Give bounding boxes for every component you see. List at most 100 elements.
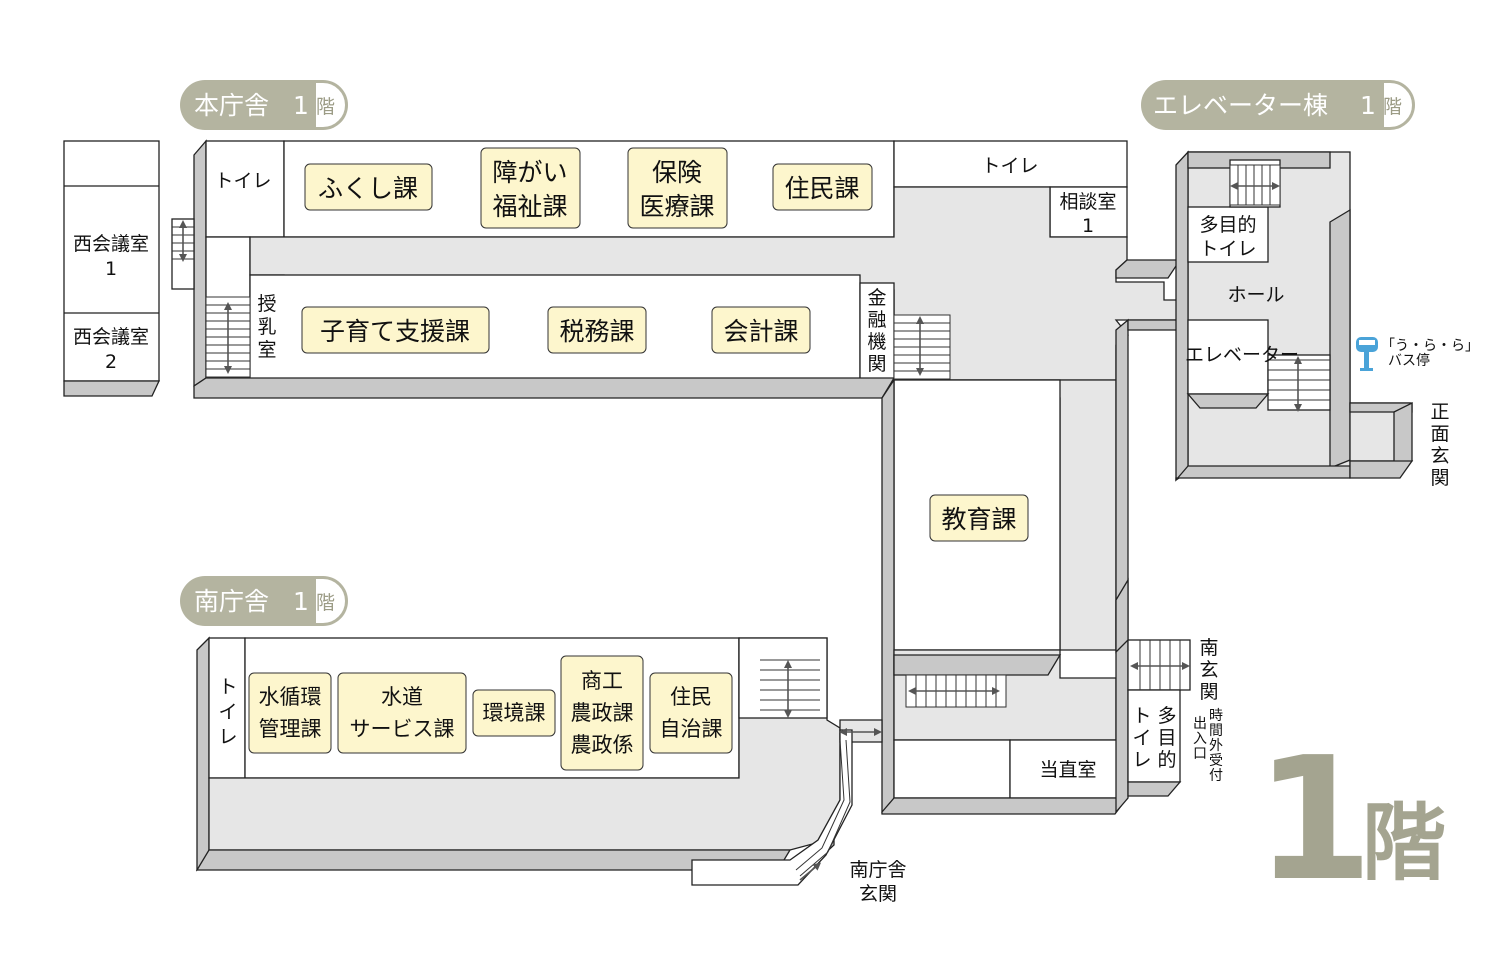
svg-text:時: 時 xyxy=(1209,708,1223,724)
svg-text:出: 出 xyxy=(1193,716,1207,732)
svg-text:農政係: 農政係 xyxy=(571,733,634,757)
svg-text:教育課: 教育課 xyxy=(941,505,1016,534)
tag-main-kai: 階 xyxy=(316,96,335,118)
dept-shoko-nosei: 商工 農政課 農政係 xyxy=(560,655,644,771)
svg-text:レ: レ xyxy=(218,726,237,748)
svg-text:玄関: 玄関 xyxy=(859,883,897,905)
dept-kaikei: 会計課 xyxy=(711,306,811,354)
big-floor-kai: 階 xyxy=(1362,794,1446,892)
dept-fukushi: ふくし課 xyxy=(304,163,433,211)
room-sodan-1: 相談室 1 xyxy=(1059,191,1116,237)
svg-text:保険: 保険 xyxy=(652,158,702,187)
toilet-main-right: トイレ xyxy=(981,155,1038,177)
svg-text:関: 関 xyxy=(867,353,886,375)
toilet-main-left: トイレ xyxy=(214,170,271,192)
svg-text:西会議室: 西会議室 xyxy=(73,233,149,255)
svg-text:授: 授 xyxy=(257,293,276,315)
after-hours-reception: 出 入 口 時 間 外 受 付 xyxy=(1193,708,1223,784)
svg-text:サービス課: サービス課 xyxy=(350,717,455,741)
big-floor-label: 1 階 xyxy=(1255,721,1446,919)
svg-text:医療課: 医療課 xyxy=(639,192,714,221)
svg-text:正: 正 xyxy=(1430,401,1449,423)
tag-south-kai: 階 xyxy=(316,592,335,614)
room-junyu: 授 乳 室 xyxy=(257,293,276,361)
svg-text:室: 室 xyxy=(257,339,276,361)
main-entrance-label: 正 面 玄 関 xyxy=(1430,401,1449,489)
svg-text:イ: イ xyxy=(1132,727,1151,749)
svg-text:関: 関 xyxy=(1199,681,1218,703)
room-elevator: エレベーター xyxy=(1185,344,1299,366)
dept-zeimu: 税務課 xyxy=(547,306,647,354)
svg-text:乳: 乳 xyxy=(257,316,276,338)
tag-elevator-kai: 階 xyxy=(1383,96,1402,118)
dept-jumin: 住民課 xyxy=(772,163,873,211)
svg-text:自治課: 自治課 xyxy=(660,717,723,741)
svg-text:2: 2 xyxy=(105,351,117,373)
svg-text:1: 1 xyxy=(105,258,117,280)
tag-main-floor: 1 xyxy=(293,91,309,120)
svg-text:南: 南 xyxy=(1199,637,1218,659)
south-entrance-label: 南 玄 関 xyxy=(1199,637,1218,703)
svg-text:水道: 水道 xyxy=(381,685,423,709)
svg-text:ト: ト xyxy=(218,676,237,698)
svg-text:トイレ: トイレ xyxy=(1199,238,1256,260)
room-tochoku: 当直室 xyxy=(1039,759,1096,781)
big-floor-number: 1 xyxy=(1255,721,1373,919)
svg-text:住民: 住民 xyxy=(670,685,712,709)
dept-suido-service: 水道 サービス課 xyxy=(337,672,467,754)
svg-text:商工: 商工 xyxy=(581,669,623,693)
dept-hoken-iryo: 保険 医療課 xyxy=(627,147,728,229)
svg-text:西会議室: 西会議室 xyxy=(73,326,149,348)
svg-text:イ: イ xyxy=(218,701,237,723)
svg-text:「う・ら・ら」: 「う・ら・ら」 xyxy=(1381,338,1479,354)
svg-text:機: 機 xyxy=(867,331,886,353)
bus-stop: 「う・ら・ら」 バス停 xyxy=(1356,337,1479,371)
svg-text:会計課: 会計課 xyxy=(723,317,798,346)
svg-text:税務課: 税務課 xyxy=(559,317,634,346)
svg-text:多: 多 xyxy=(1157,705,1176,727)
bus-icon xyxy=(1356,337,1378,371)
svg-text:融: 融 xyxy=(867,309,886,331)
svg-text:バス停: バス停 xyxy=(1388,352,1430,369)
svg-text:管理課: 管理課 xyxy=(259,717,322,741)
south-building-entrance-label: 南庁舎 玄関 xyxy=(849,859,906,905)
svg-text:レ: レ xyxy=(1132,749,1151,771)
svg-text:付: 付 xyxy=(1209,768,1223,784)
west-meeting-room-1: 西会議室 1 xyxy=(73,233,149,280)
stairs xyxy=(172,164,1330,881)
svg-text:関: 関 xyxy=(1430,467,1449,489)
tag-south-floor: 1 xyxy=(293,587,309,616)
svg-text:金: 金 xyxy=(867,287,886,309)
tag-elevator-building: エレベーター棟 1 階 xyxy=(1141,80,1415,130)
svg-text:障がい: 障がい xyxy=(492,158,567,187)
tag-main-building: 本庁舎 1 階 xyxy=(180,80,348,130)
svg-text:水循環: 水循環 xyxy=(259,685,322,709)
room-tamokuteki-elevator: 多目的 トイレ xyxy=(1199,214,1256,260)
svg-text:口: 口 xyxy=(1193,746,1207,762)
room-kinyu: 金 融 機 関 xyxy=(867,287,886,375)
svg-text:住民課: 住民課 xyxy=(784,174,859,203)
svg-text:多目的: 多目的 xyxy=(1199,214,1256,236)
svg-text:福祉課: 福祉課 xyxy=(492,192,567,221)
dept-suijunkan: 水循環 管理課 xyxy=(248,672,332,754)
svg-text:目: 目 xyxy=(1157,727,1176,749)
svg-text:農政課: 農政課 xyxy=(571,701,634,725)
dept-kyoiku: 教育課 xyxy=(929,494,1029,542)
svg-text:ト: ト xyxy=(1132,705,1151,727)
room-tamokuteki-south: 多 目 的 ト イ レ xyxy=(1132,705,1176,771)
tag-elevator-name: エレベーター棟 xyxy=(1153,91,1328,120)
dept-jumin-jichi: 住民 自治課 xyxy=(649,672,733,754)
svg-text:外: 外 xyxy=(1209,738,1223,754)
svg-text:子育て支援課: 子育て支援課 xyxy=(320,317,470,346)
tag-elevator-floor: 1 xyxy=(1360,91,1376,120)
dept-kankyo: 環境課 xyxy=(472,689,556,737)
svg-text:面: 面 xyxy=(1430,423,1449,445)
west-meeting-room-2: 西会議室 2 xyxy=(73,326,149,373)
svg-text:間: 間 xyxy=(1209,723,1223,739)
svg-text:玄: 玄 xyxy=(1430,445,1449,467)
svg-text:環境課: 環境課 xyxy=(483,701,546,725)
tag-south-name: 南庁舎 xyxy=(194,587,269,616)
svg-text:入: 入 xyxy=(1193,731,1207,747)
svg-text:南庁舎: 南庁舎 xyxy=(849,859,906,881)
